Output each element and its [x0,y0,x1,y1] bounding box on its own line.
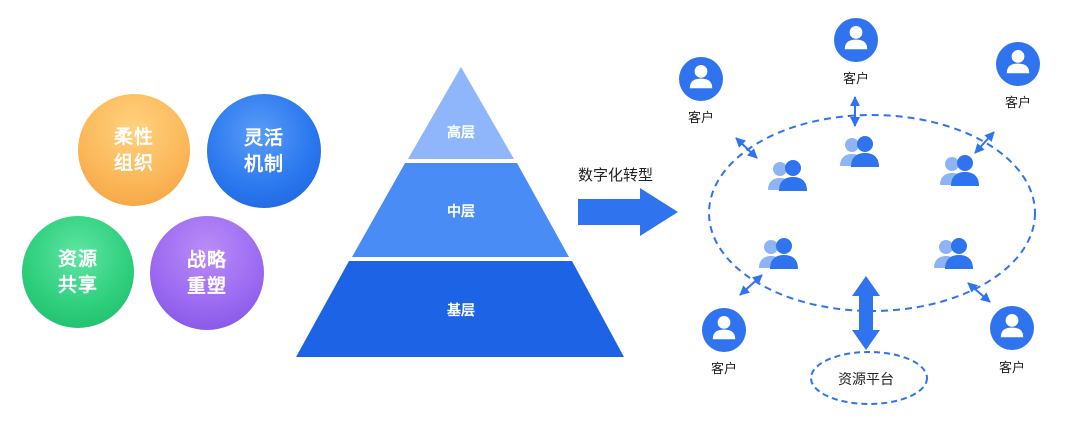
pyramid-bottom-tier [296,261,624,357]
pyramid-bottom-label: 基层 [447,303,475,319]
customer-avatar-icon [834,18,878,62]
pyramid-top-label: 高层 [447,125,475,141]
staff-group-icon [934,238,973,269]
customer-label: 客户 [1005,96,1032,111]
customer-avatar-icon [679,57,723,101]
transform-label: 数字化转型 [578,166,654,184]
pillar-label-line1: 灵活 [243,127,284,149]
customer-avatar-icon [990,306,1034,350]
platform-label: 资源平台 [838,372,894,388]
customer-label: 客户 [843,72,870,87]
pillar-label-line1: 战略 [186,249,227,271]
platform-ring [810,351,928,405]
customer-label: 客户 [688,111,715,126]
transform-arrow [578,188,678,236]
customer-label: 客户 [999,361,1026,376]
link-arrow [974,131,995,154]
pillar-flexible-mechanism: 灵活 机制 [207,94,321,208]
link-arrow [739,274,763,296]
customer-avatar-icon [996,42,1040,86]
pillar-strategy-reshape: 战略 重塑 [150,216,264,330]
pillar-label-line1: 资源 [57,248,98,270]
link-arrow [735,137,758,159]
platform-double-arrow [852,276,880,350]
staff-group-icon [768,160,807,191]
pillar-label-line2: 组织 [113,152,154,174]
pyramid-top-tier [408,67,514,159]
pyramid-middle-tier [352,163,569,257]
staff-group-icon [759,238,798,269]
pyramid-middle-label: 中层 [447,204,475,220]
pillar-label-line2: 共享 [57,274,98,296]
customer-avatar-icon [702,308,746,352]
staff-group-icon [940,155,979,186]
pillar-flexible-organization: 柔性 组织 [78,94,190,206]
staff-group-icon [840,136,879,167]
link-arrow [967,282,991,303]
pillar-label-line2: 重塑 [186,275,227,297]
customer-label: 客户 [711,362,738,377]
pillar-label-line1: 柔性 [113,126,154,148]
pillar-label-line2: 机制 [243,153,284,175]
pillar-resource-sharing: 资源 共享 [22,216,134,328]
